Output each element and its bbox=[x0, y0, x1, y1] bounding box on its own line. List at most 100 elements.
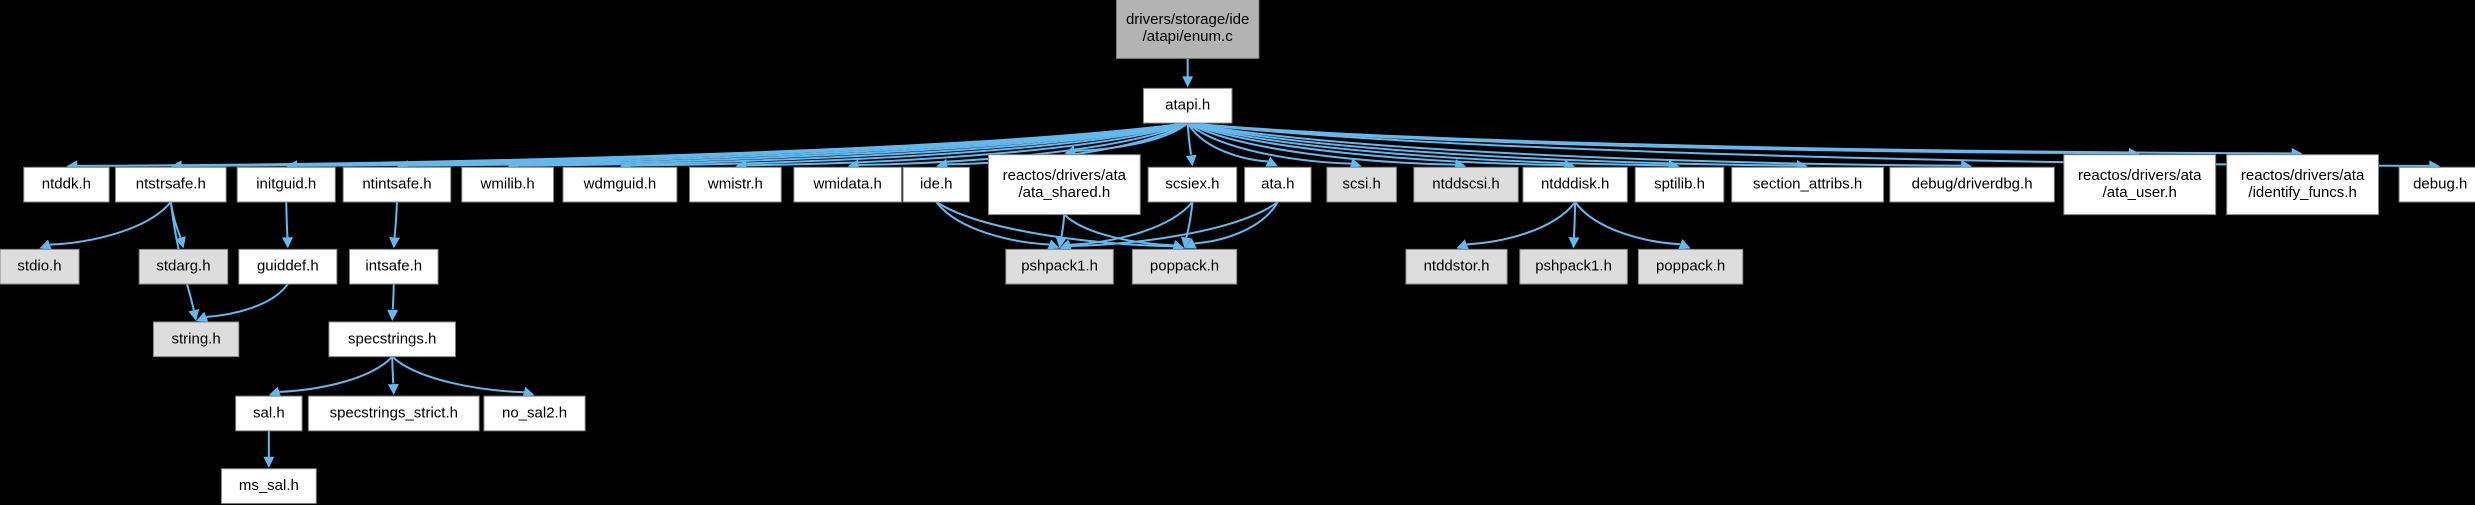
node-box[interactable] bbox=[138, 248, 229, 285]
node-box[interactable] bbox=[152, 321, 240, 358]
node-box[interactable] bbox=[1147, 166, 1238, 203]
node-box[interactable] bbox=[220, 468, 317, 504]
node-box[interactable] bbox=[1131, 248, 1238, 285]
node-box[interactable] bbox=[793, 166, 902, 203]
node-poppackb_h[interactable]: poppack.h bbox=[1637, 248, 1744, 285]
node-box[interactable] bbox=[562, 166, 678, 203]
node-pshpack1_h[interactable]: pshpack1.h bbox=[1005, 248, 1114, 285]
node-pshpack1b_h[interactable]: pshpack1.h bbox=[1519, 248, 1628, 285]
node-no_sal2_h[interactable]: no_sal2.h bbox=[483, 395, 586, 432]
node-ntddscsi_h[interactable]: ntddscsi.h bbox=[1413, 166, 1519, 203]
node-wmilib_h[interactable]: wmilib.h bbox=[461, 166, 555, 203]
node-specstrings_strict_h[interactable]: specstrings_strict.h bbox=[307, 395, 480, 432]
node-ntstrsafe_h[interactable]: ntstrsafe.h bbox=[114, 166, 227, 203]
node-box[interactable] bbox=[1413, 166, 1519, 203]
node-driverdbg_h[interactable]: debug/driverdbg.h bbox=[1889, 166, 2055, 203]
edge-specstrings_h-to-specstrings_strict_h bbox=[391, 356, 395, 386]
node-box[interactable] bbox=[689, 166, 782, 203]
node-box[interactable] bbox=[235, 395, 303, 432]
node-ata_user_h[interactable]: reactos/drivers/ata/ata_user.h bbox=[2063, 154, 2217, 216]
node-enum_c[interactable]: drivers/storage/ide/atapi/enum.c bbox=[1116, 0, 1260, 59]
edge-ata_shared_h-to-poppack_h bbox=[1063, 213, 1174, 247]
node-box[interactable] bbox=[1326, 166, 1397, 203]
node-box[interactable] bbox=[1405, 248, 1508, 285]
node-box[interactable] bbox=[1634, 166, 1725, 203]
node-box[interactable] bbox=[236, 166, 336, 203]
node-ata_h[interactable]: ata.h bbox=[1244, 166, 1312, 203]
node-box[interactable] bbox=[1519, 248, 1628, 285]
node-box[interactable] bbox=[1116, 0, 1260, 59]
node-box[interactable] bbox=[2226, 154, 2380, 216]
node-label: ntstrsafe.h bbox=[136, 176, 206, 193]
node-ms_sal_h[interactable]: ms_sal.h bbox=[220, 468, 317, 504]
node-box[interactable] bbox=[1731, 166, 1885, 203]
edge-atapi_h-to-wmistr_h bbox=[746, 122, 1188, 167]
edge-atapi_h-to-wmidata_h bbox=[858, 122, 1189, 166]
node-box[interactable] bbox=[238, 248, 338, 285]
node-ntddstor_h[interactable]: ntddstor.h bbox=[1405, 248, 1508, 285]
node-identify_funcs_h[interactable]: reactos/drivers/ata/identify_funcs.h bbox=[2226, 154, 2380, 216]
arrowhead-icon bbox=[389, 236, 401, 249]
node-scsiex_h[interactable]: scsiex.h bbox=[1147, 166, 1238, 203]
node-section_attribs_h[interactable]: section_attribs.h bbox=[1731, 166, 1885, 203]
node-box[interactable] bbox=[461, 166, 555, 203]
arrowhead-icon bbox=[1185, 154, 1197, 167]
node-box[interactable] bbox=[1005, 248, 1114, 285]
node-atapi_h[interactable]: atapi.h bbox=[1142, 87, 1233, 124]
node-box[interactable] bbox=[1522, 166, 1628, 203]
node-box[interactable] bbox=[23, 166, 110, 203]
node-specstrings_h[interactable]: specstrings.h bbox=[328, 321, 456, 358]
node-stdarg_h[interactable]: stdarg.h bbox=[138, 248, 229, 285]
arrowhead-icon bbox=[1180, 236, 1192, 249]
node-box[interactable] bbox=[1244, 166, 1312, 203]
arrowhead-icon bbox=[263, 456, 275, 468]
edge-ntdddisk_h-to-ntddstor_h bbox=[1466, 201, 1576, 246]
node-initguid_h[interactable]: initguid.h bbox=[236, 166, 336, 203]
node-poppack_h[interactable]: poppack.h bbox=[1131, 248, 1238, 285]
node-ide_h[interactable]: ide.h bbox=[902, 166, 970, 203]
node-box[interactable] bbox=[307, 395, 480, 432]
node-sptilib_h[interactable]: sptilib.h bbox=[1634, 166, 1725, 203]
node-box[interactable] bbox=[349, 248, 439, 285]
node-box[interactable] bbox=[1637, 248, 1744, 285]
node-label: stdarg.h bbox=[156, 258, 210, 275]
node-box[interactable] bbox=[342, 166, 452, 203]
node-guiddef_h[interactable]: guiddef.h bbox=[238, 248, 338, 285]
node-box[interactable] bbox=[987, 154, 1141, 216]
arrowhead-icon bbox=[1265, 156, 1278, 167]
edge-atapi_h-to-sptilib_h bbox=[1187, 122, 1669, 167]
edge-atapi_h-to-debug_h bbox=[1187, 122, 2430, 167]
node-wdmguid_h[interactable]: wdmguid.h bbox=[562, 166, 678, 203]
node-label: debug.h bbox=[2413, 176, 2467, 193]
node-box[interactable] bbox=[328, 321, 456, 358]
node-ata_shared_h[interactable]: reactos/drivers/ata/ata_shared.h bbox=[987, 154, 1141, 216]
node-box[interactable] bbox=[902, 166, 970, 203]
node-label: sptilib.h bbox=[1654, 176, 1705, 193]
node-ntdddisk_h[interactable]: ntdddisk.h bbox=[1522, 166, 1628, 203]
edge-ntstrsafe_h-to-stdio_h bbox=[49, 201, 172, 246]
edge-atapi_h-to-ntintsafe_h bbox=[407, 122, 1188, 167]
node-box[interactable] bbox=[2063, 154, 2217, 216]
node-ntddk_h[interactable]: ntddk.h bbox=[23, 166, 110, 203]
node-string_h[interactable]: string.h bbox=[152, 321, 240, 358]
node-box[interactable] bbox=[1142, 87, 1233, 124]
node-intsafe_h[interactable]: intsafe.h bbox=[349, 248, 439, 285]
node-label: scsiex.h bbox=[1165, 176, 1219, 193]
node-label: ata.h bbox=[1261, 176, 1294, 193]
edge-atapi_h-to-initguid_h bbox=[297, 122, 1188, 167]
node-wmistr_h[interactable]: wmistr.h bbox=[689, 166, 782, 203]
node-stdio_h[interactable]: stdio.h bbox=[0, 248, 80, 285]
node-box[interactable] bbox=[2398, 166, 2475, 203]
node-box[interactable] bbox=[114, 166, 227, 203]
node-box[interactable] bbox=[1889, 166, 2055, 203]
edge-atapi_h-to-wdmguid_h bbox=[630, 122, 1188, 167]
node-sal_h[interactable]: sal.h bbox=[235, 395, 303, 432]
node-box[interactable] bbox=[483, 395, 586, 432]
edge-atapi_h-to-ntddscsi_h bbox=[1187, 122, 1456, 166]
node-label: drivers/storage/ide bbox=[1126, 11, 1249, 28]
node-debug_h[interactable]: debug.h bbox=[2398, 166, 2475, 203]
node-box[interactable] bbox=[0, 248, 80, 285]
node-scsi_h[interactable]: scsi.h bbox=[1326, 166, 1397, 203]
node-wmidata_h[interactable]: wmidata.h bbox=[793, 166, 902, 203]
node-ntintsafe_h[interactable]: ntintsafe.h bbox=[342, 166, 452, 203]
